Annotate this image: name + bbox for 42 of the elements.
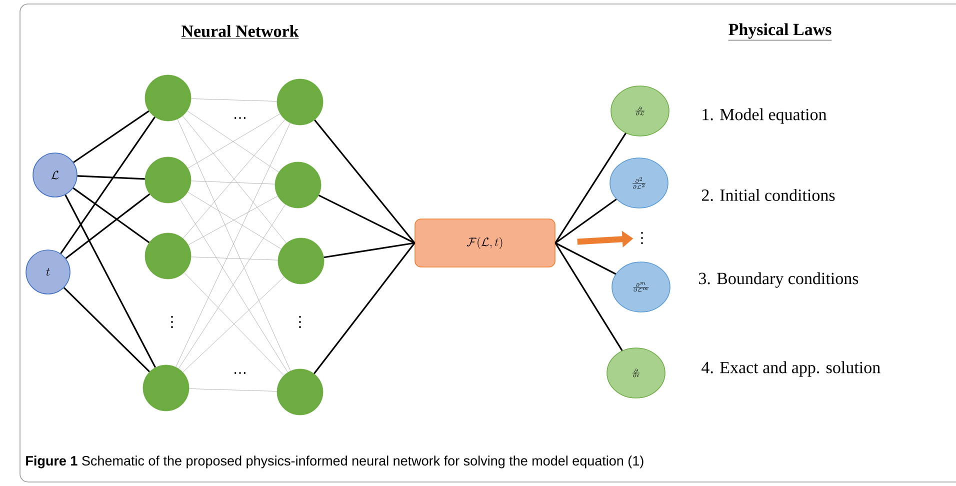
connection-line <box>190 98 278 102</box>
connection-line <box>318 194 415 244</box>
connection-line <box>555 242 616 275</box>
ellipsis-mark: ⋮ <box>641 232 643 244</box>
hidden-neuron <box>144 74 192 122</box>
figure-caption: Figure 1 Schematic of the proposed physics-informed neural network for solving the model equation (1) <box>26 456 644 468</box>
law-label: 1. Model equation <box>702 108 827 124</box>
connection-line <box>190 256 278 260</box>
connection-line <box>554 198 617 244</box>
connection-line <box>314 242 416 374</box>
law-label: 3. Boundary conditions <box>699 272 858 288</box>
ellipsis-mark: ⋮ <box>299 316 301 328</box>
ellipsis-mark: … <box>234 372 246 374</box>
connection-line <box>77 175 145 180</box>
input-neuron: $\mathcal{L}$ <box>32 152 78 198</box>
connection-line <box>63 287 150 372</box>
law-label: 2. Initial conditions <box>702 188 835 201</box>
hidden-neuron <box>276 78 324 126</box>
heading: Physical Laws <box>728 23 832 40</box>
connection-line <box>65 193 150 259</box>
hidden-neuron <box>144 232 192 280</box>
hidden-neuron <box>144 156 192 204</box>
law-label: 4. Exact and app. solution <box>702 361 880 377</box>
connection-line <box>190 180 276 184</box>
connection-line <box>73 110 150 164</box>
hidden-neuron <box>142 364 190 412</box>
hidden-neuron <box>274 162 322 208</box>
connection-line <box>324 242 415 258</box>
function-box: $\mathcal{F}(\mathcal{L},t)$ <box>414 218 556 268</box>
connection-line <box>554 132 626 244</box>
connection-line <box>72 187 150 244</box>
input-neuron: $t$ <box>26 250 70 294</box>
connection-line <box>64 194 156 368</box>
ellipsis-mark: ⋮ <box>171 316 173 328</box>
hidden-neuron <box>278 238 324 284</box>
heading: Neural Network <box>181 25 299 39</box>
connection-line <box>314 120 416 244</box>
hidden-neuron <box>276 368 324 416</box>
connection-line <box>554 242 623 352</box>
ellipsis-mark: … <box>234 117 246 119</box>
connection-line <box>188 388 278 392</box>
connection-line <box>60 116 156 254</box>
